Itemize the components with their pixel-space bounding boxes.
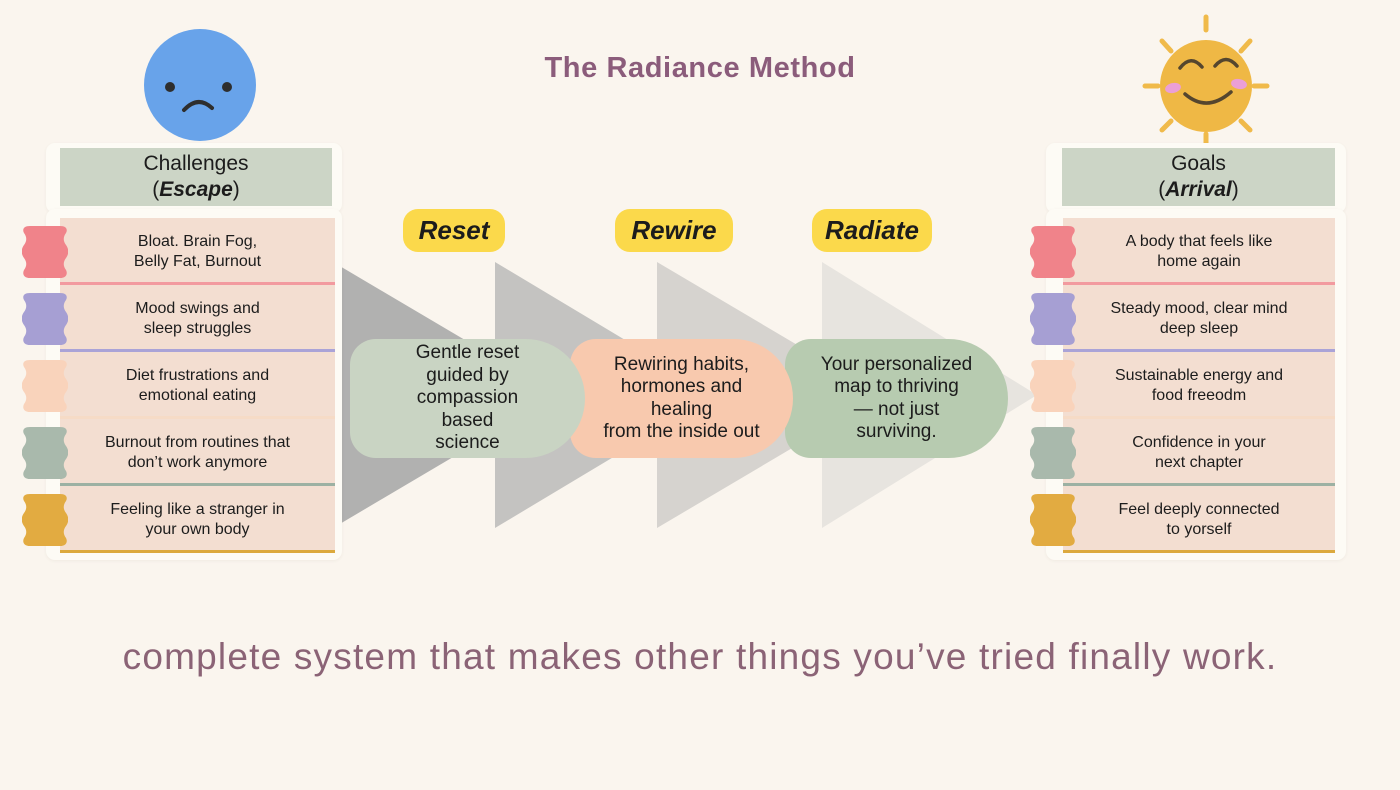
item-underline [60,416,335,419]
list-item-line: emotional eating [138,386,257,404]
phase-box-line: based [441,409,494,431]
goal-item-text: Feel deeply connected to yorself [1063,500,1335,540]
list-item-line: Burnout from routines that [105,433,290,451]
goal-item: Feel deeply connected to yorself [1030,486,1335,553]
list-item-line: sleep struggles [143,319,252,337]
list-item-line: deep sleep [1159,319,1239,337]
list-item-line: home again [1157,252,1241,270]
list-item-line: Steady mood, clear mind [1110,299,1288,317]
phase-box-line: Gentle reset [415,342,520,364]
wavy-tab-icon [1030,493,1076,546]
phase-box-line: hormones and [620,376,743,398]
list-item-line: next chapter [1154,453,1244,471]
challenge-item: Bloat. Brain Fog, Belly Fat, Burnout [22,218,335,285]
page-title: The Radiance Method [544,52,856,84]
list-item-line: Confidence in your [1132,433,1266,451]
goals-panel: A body that feels like home again Steady… [1030,218,1335,553]
list-item-line: food freeodm [1151,386,1247,404]
phase-box-line: from the inside out [603,420,760,442]
list-item-line: Sustainable energy and [1114,366,1284,384]
challenge-item: Diet frustrations and emotional eating [22,352,335,419]
goal-item: Confidence in your next chapter [1030,419,1335,486]
phase-badge-rewire: Rewire [615,209,733,252]
phase-box-line: compassion [416,387,519,409]
wavy-tab-icon [22,359,68,412]
phase-box-line: Your personalized [820,353,973,375]
phase-box-line: science [435,432,500,454]
wavy-tab-icon [1030,292,1076,345]
wavy-tab-icon [22,225,68,278]
phase-badge-radiate: Radiate [812,209,932,252]
item-underline [1063,483,1335,486]
phase-box-reset: Gentle reset guided by compassion based … [350,339,585,458]
phase-box-line: healing [650,398,713,420]
challenges-panel: Bloat. Brain Fog, Belly Fat, Burnout Moo… [22,218,335,553]
phase-box-line: guided by [426,364,509,386]
wavy-tab-icon [1030,359,1076,412]
challenge-item: Mood swings and sleep struggles [22,285,335,352]
goal-item-text: Steady mood, clear mind deep sleep [1063,299,1335,339]
phase-box-rewire: Rewiring habits, hormones and healing fr… [570,339,793,458]
smiling-sun-icon [1142,14,1270,151]
item-underline [1063,349,1335,352]
list-item-line: Diet frustrations and [125,366,270,384]
goal-item: Sustainable energy and food freeodm [1030,352,1335,419]
bottom-caption: complete system that makes other things … [122,636,1278,677]
goal-item-text: Confidence in your next chapter [1063,433,1335,473]
item-underline [1063,282,1335,285]
challenge-item-text: Feeling like a stranger in your own body [60,500,335,540]
challenge-item: Feeling like a stranger in your own body [22,486,335,553]
item-underline [1063,416,1335,419]
goals-header-subtitle: (Arrival) [1158,178,1239,201]
challenge-item-text: Burnout from routines that don’t work an… [60,433,335,473]
item-underline [60,282,335,285]
list-item-line: your own body [145,520,250,538]
challenge-item-text: Mood swings and sleep struggles [60,299,335,339]
phase-box-line: Rewiring habits, [613,353,750,375]
goal-item-text: A body that feels like home again [1063,232,1335,272]
goal-item: A body that feels like home again [1030,218,1335,285]
challenges-header-subtitle: (Escape) [152,178,240,201]
item-underline [60,349,335,352]
list-item-line: A body that feels like [1125,232,1273,250]
wavy-tab-icon [22,493,68,546]
phase-box-line: surviving. [856,420,937,442]
goal-item-text: Sustainable energy and food freeodm [1063,366,1335,406]
item-underline [60,550,335,553]
list-item-line: Bloat. Brain Fog, [137,232,258,250]
list-item-line: Mood swings and [135,299,260,317]
wavy-tab-icon [22,292,68,345]
item-underline [60,483,335,486]
item-underline [1063,550,1335,553]
list-item-line: Feeling like a stranger in [110,500,285,518]
phase-box-radiate: Your personalized map to thriving — not … [785,339,1008,458]
phase-box-line: map to thriving [834,376,959,398]
phase-badge-reset: Reset [403,209,505,252]
challenge-item-text: Bloat. Brain Fog, Belly Fat, Burnout [60,232,335,272]
challenge-item: Burnout from routines that don’t work an… [22,419,335,486]
wavy-tab-icon [22,426,68,479]
challenges-header: Challenges (Escape) [60,148,332,206]
list-item-line: don’t work anymore [127,453,268,471]
goal-item: Steady mood, clear mind deep sleep [1030,285,1335,352]
sad-face-icon [144,29,256,141]
challenge-item-text: Diet frustrations and emotional eating [60,366,335,406]
goals-header-title: Goals [1171,152,1226,176]
challenges-header-title: Challenges [143,152,249,176]
list-item-line: Feel deeply connected [1118,500,1280,518]
goals-header: Goals (Arrival) [1062,148,1335,206]
wavy-tab-icon [1030,426,1076,479]
wavy-tab-icon [1030,225,1076,278]
list-item-line: to yorself [1166,520,1232,538]
list-item-line: Belly Fat, Burnout [133,252,262,270]
phase-box-line: — not just [853,398,940,420]
